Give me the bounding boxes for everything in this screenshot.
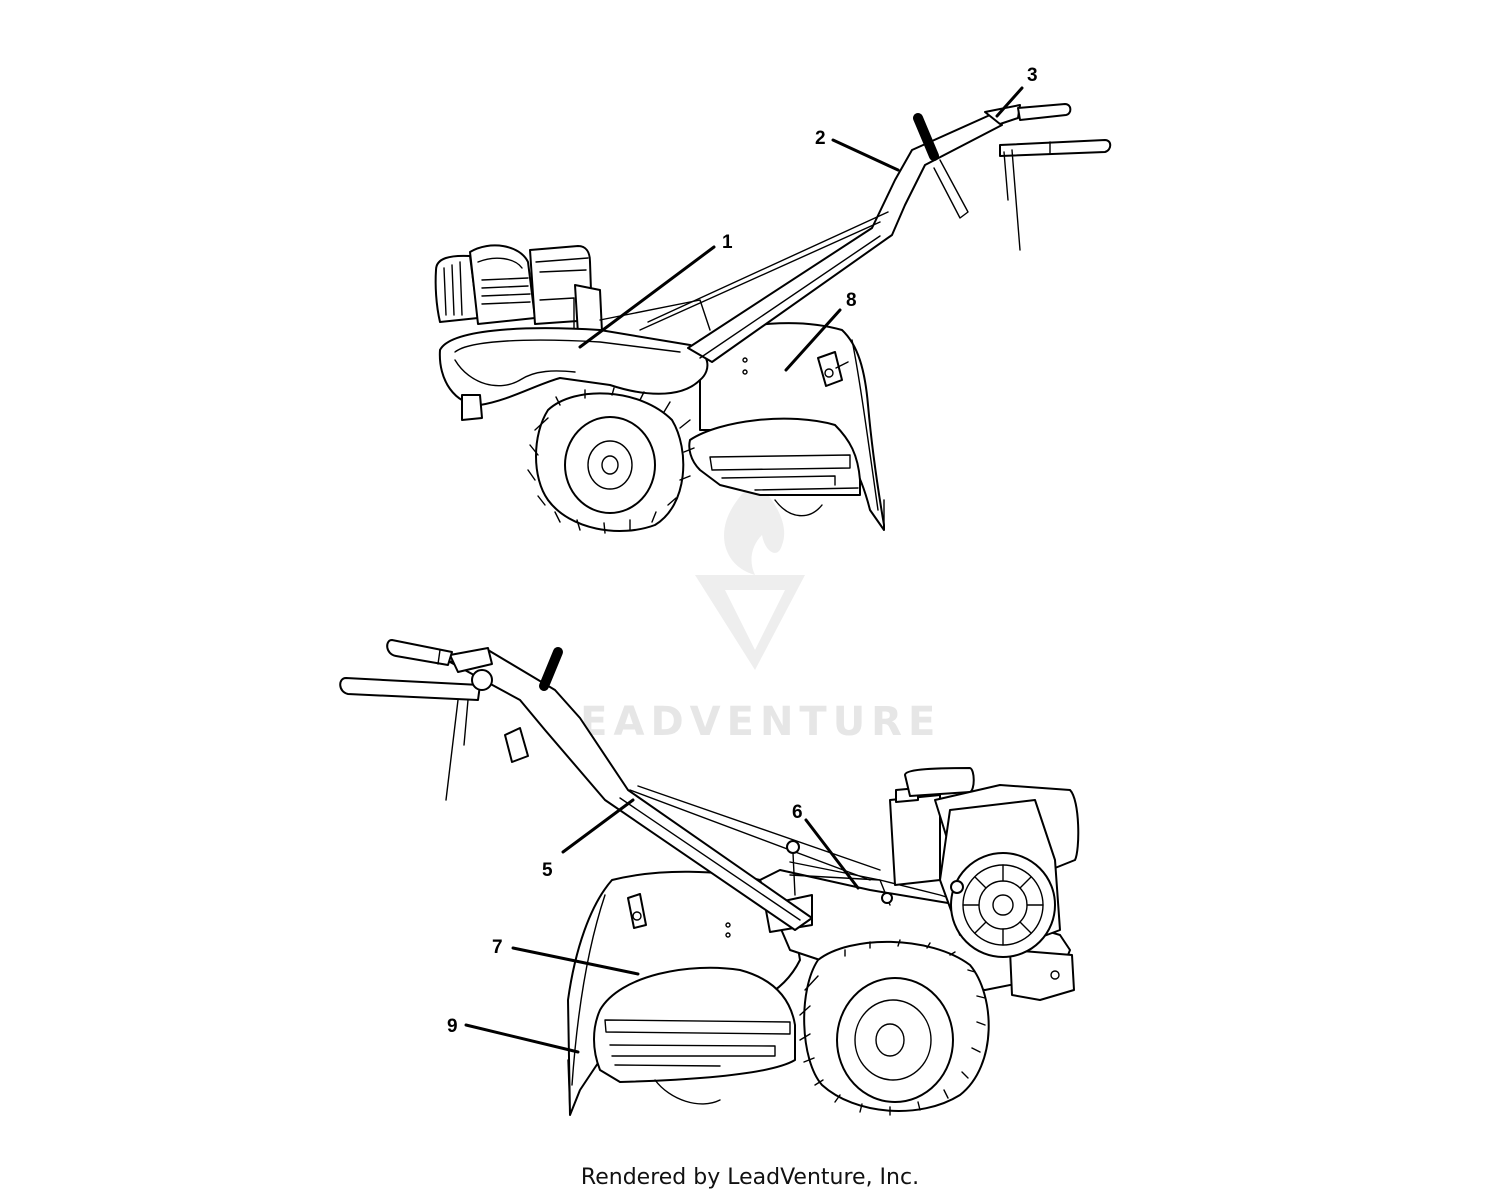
leader-line-9 <box>464 1023 580 1054</box>
callout-6: 6 <box>792 802 860 890</box>
leader-line-7 <box>511 946 640 976</box>
callout-1: 1 <box>578 232 733 349</box>
leader-line-1 <box>578 245 716 349</box>
top-wheel <box>527 387 695 534</box>
leader-line-6 <box>804 818 860 890</box>
callouts: 1 2 3 8 5 6 7 9 <box>447 65 1038 1054</box>
watermark-text: LEADVENTURE <box>549 699 942 745</box>
callout-label-6: 6 <box>792 802 803 823</box>
callout-5: 5 <box>542 798 635 881</box>
callout-8: 8 <box>784 290 857 372</box>
leader-line-5 <box>561 798 635 854</box>
leader-line-3 <box>995 86 1024 118</box>
callout-9: 9 <box>447 1016 580 1054</box>
bottom-tiller-illustration <box>339 639 1080 1116</box>
callout-label-5: 5 <box>542 860 553 881</box>
callout-label-9: 9 <box>447 1016 458 1037</box>
top-fender <box>438 327 709 406</box>
leader-line-2 <box>831 138 900 172</box>
bottom-handlebar <box>339 639 893 931</box>
callout-2: 2 <box>815 128 900 172</box>
callout-7: 7 <box>492 937 640 976</box>
watermark: LEADVENTURE <box>549 480 942 745</box>
leader-line-8 <box>784 308 842 372</box>
watermark-v-icon <box>695 575 805 670</box>
bottom-side-shield <box>593 966 796 1083</box>
bottom-wheel <box>799 939 990 1116</box>
bottom-engine <box>889 767 1080 958</box>
watermark-flame-icon <box>724 480 785 575</box>
callout-3: 3 <box>995 65 1038 118</box>
callout-label-2: 2 <box>815 128 826 149</box>
callout-label-3: 3 <box>1027 65 1038 86</box>
callout-label-1: 1 <box>722 232 733 253</box>
top-tiller-illustration <box>434 103 1112 534</box>
callout-label-7: 7 <box>492 937 503 958</box>
callout-label-8: 8 <box>846 290 857 311</box>
top-handlebar <box>639 103 1112 363</box>
render-credit: Rendered by LeadVenture, Inc. <box>580 1165 920 1190</box>
top-engine <box>434 244 603 335</box>
